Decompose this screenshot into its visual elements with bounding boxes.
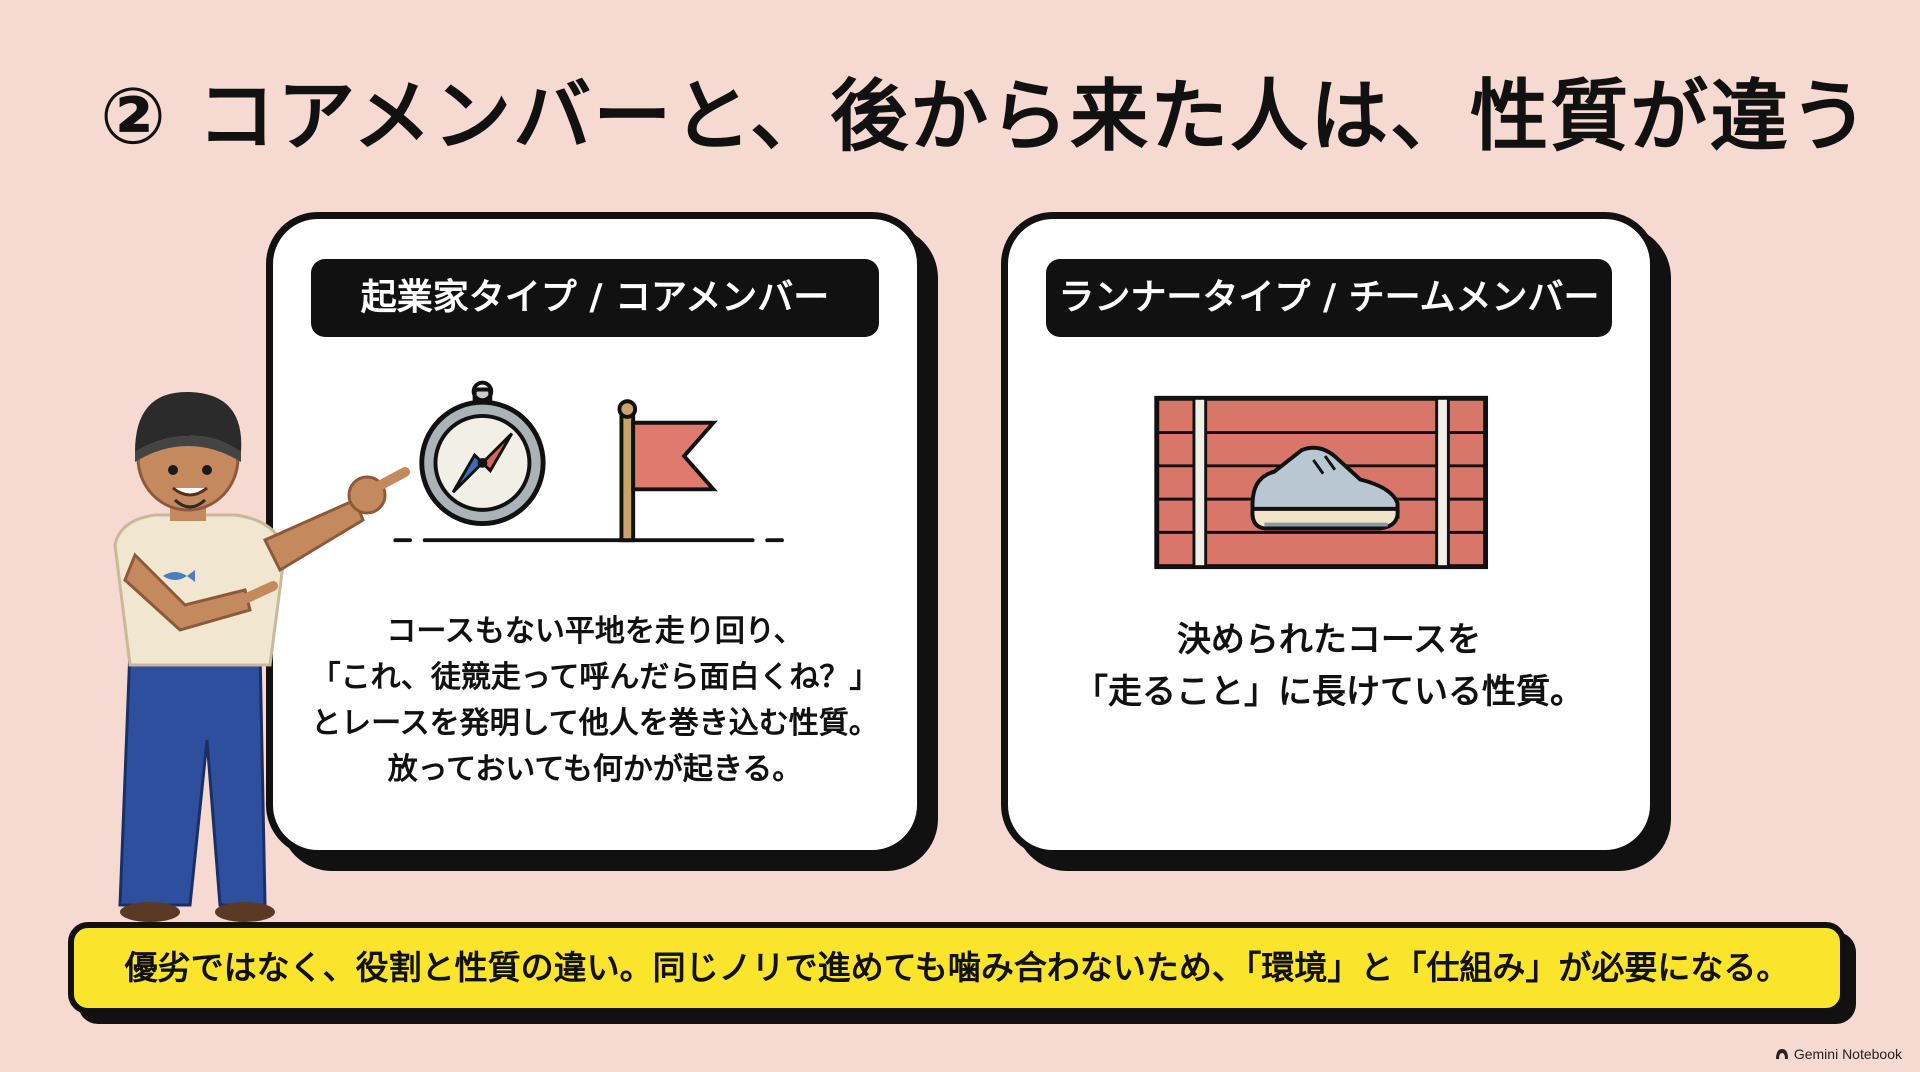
body-line: 放っておいても何かが起きる。 [387, 752, 803, 787]
card-body: 決められたコースを 「走ること」に長けている性質。 [1028, 614, 1630, 718]
card-header: 起業家タイプ / コアメンバー [311, 259, 879, 337]
body-line: コースもない平地を走り回り、 [386, 614, 804, 649]
card-body: コースもない平地を走り回り、 「これ、徒競走って呼んだら面白くね？」 とレースを… [293, 609, 897, 793]
card-core-member: 起業家タイプ / コアメンバー コースもない平地を走り回り、 「これ、徒競走って… [266, 212, 924, 857]
card-header: ランナータイプ / チームメンバー [1046, 259, 1612, 337]
summary-banner: 優劣ではなく、役割と性質の違い。同じノリで進めても噛み合わないため、「環境」と「… [68, 922, 1846, 1014]
body-line: とレースを発明して他人を巻き込む性質。 [311, 706, 879, 741]
watermark: Gemini Notebook [1775, 1046, 1902, 1062]
card-team-member: ランナータイプ / チームメンバー 決められたコースを 「走ること」に長けている… [1001, 212, 1657, 857]
body-line: 「走ること」に長けている性質。 [1074, 672, 1584, 712]
gemini-notebook-logo-icon [1775, 1049, 1788, 1059]
body-line: 「これ、徒競走って呼んだら面白くね？」 [310, 660, 880, 695]
running-track-shoe-icon [1154, 395, 1489, 570]
pointing-person-illustration [113, 391, 410, 922]
compass-and-flag-icon [393, 380, 784, 543]
watermark-text: Gemini Notebook [1793, 1046, 1902, 1062]
body-line: 決められたコースを [1176, 620, 1482, 660]
slide-title: ② コアメンバーと、後から来た人は、性質が違う [100, 72, 1871, 162]
